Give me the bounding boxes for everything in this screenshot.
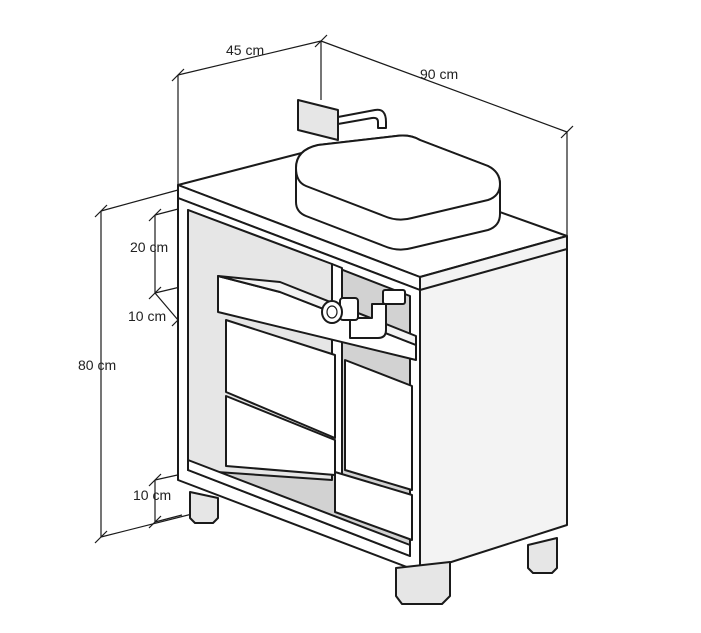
- width-dimension-line: [320, 40, 568, 133]
- bottom-step-panel: [334, 471, 413, 541]
- right-inner-panel: [344, 359, 413, 491]
- drain-collar: [382, 289, 406, 305]
- sink-bowl-rim: [295, 134, 501, 221]
- cabinet: [177, 147, 568, 605]
- plinth-extension-bottom: [154, 514, 183, 523]
- width-label: 90 cm: [420, 66, 458, 82]
- vessel-sink: [295, 134, 501, 251]
- height-extension-top: [100, 189, 179, 212]
- depth-dimension-line: [177, 40, 322, 76]
- front-right-leg: [395, 561, 451, 605]
- dimension-labels: 45 cm 90 cm 80 cm 20 cm 10 cm 10 cm: [78, 42, 458, 503]
- height-label: 80 cm: [78, 357, 116, 373]
- back-right-leg: [527, 537, 558, 574]
- top-gap-label: 20 cm: [130, 239, 168, 255]
- drain-elbow: [339, 297, 359, 321]
- bottom-shelf: [187, 459, 411, 557]
- drain-pipe: [321, 289, 406, 339]
- depth-label: 45 cm: [226, 42, 264, 58]
- faucet-wall-plate: [297, 99, 339, 141]
- height-extension-bottom: [100, 511, 201, 538]
- drawer-rail-top: [217, 275, 417, 346]
- drain-outlet-inner: [326, 305, 338, 319]
- drawer-band-label: 10 cm: [128, 308, 166, 324]
- drain-outlet: [321, 300, 343, 324]
- plinth-label: 10 cm: [133, 487, 171, 503]
- faucet: [297, 99, 387, 141]
- upper-drawer-front: [225, 319, 336, 439]
- front-left-leg: [189, 491, 219, 524]
- countertop-side-edge: [419, 235, 568, 291]
- right-side-panel: [419, 246, 568, 573]
- drawer-band-dimension-line: [154, 292, 179, 321]
- faucet-spout: [337, 108, 387, 129]
